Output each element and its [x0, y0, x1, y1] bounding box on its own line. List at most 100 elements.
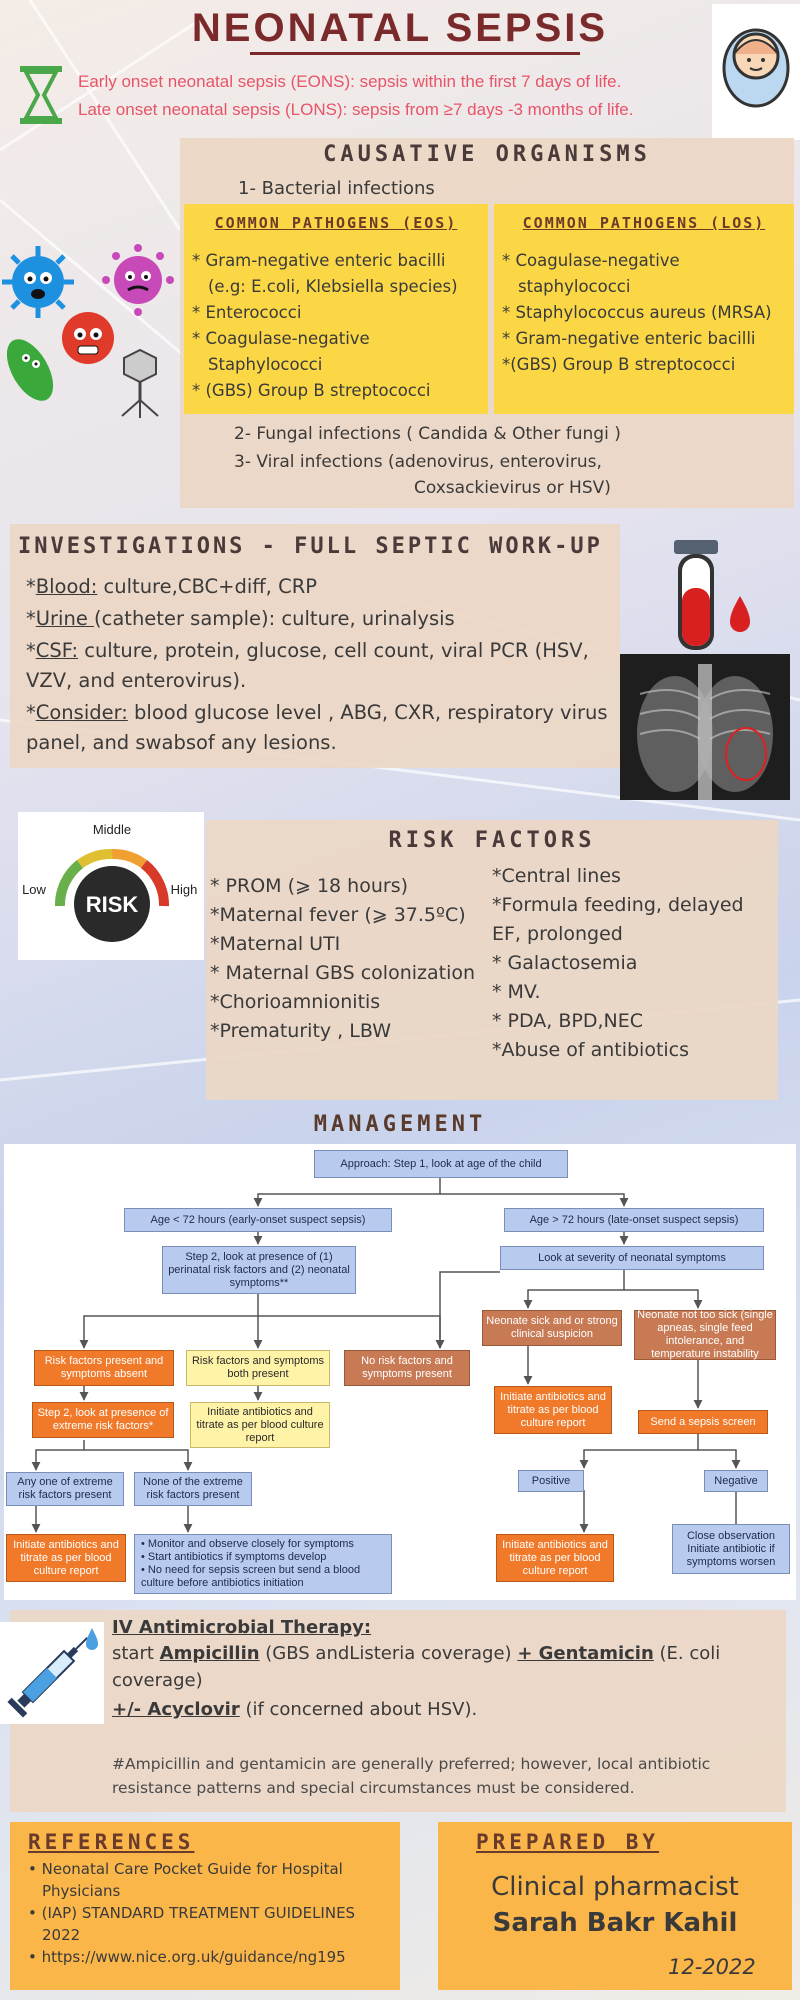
- ampicillin-label: Ampicillin: [159, 1643, 260, 1664]
- references-panel: [10, 1822, 400, 1990]
- list-item: * Coagulase-negative staphylococci: [502, 251, 680, 296]
- title-underline: [250, 52, 580, 55]
- list-item: *Prematurity , LBW: [210, 1020, 391, 1042]
- red-germ-icon: [62, 312, 114, 364]
- therapy-title: IV Antimicrobial Therapy:: [112, 1617, 372, 1638]
- list-item: * Galactosemia: [492, 952, 638, 974]
- list-item: * PDA, BPD,NEC: [492, 1010, 644, 1032]
- eos-list: * Gram-negative enteric bacilli (e.g: E.…: [192, 248, 482, 404]
- list-item: • Neonatal Care Pocket Guide for Hospita…: [28, 1860, 343, 1900]
- flow-initiate-abx: Initiate antibiotics and titrate as per …: [496, 1534, 614, 1582]
- pink-germ-icon: [102, 244, 174, 316]
- list-item: • Monitor and observe closely for sympto…: [141, 1538, 354, 1550]
- prepared-role: Clinical pharmacist: [491, 1872, 739, 1902]
- references-list: • Neonatal Care Pocket Guide for Hospita…: [26, 1858, 396, 1968]
- flow-age-lt72: Age < 72 hours (early-onset suspect seps…: [124, 1208, 392, 1232]
- syringe-icon: [0, 1622, 104, 1724]
- flow-rf-present-sym-absent: Risk factors present and symptoms absent: [34, 1350, 174, 1386]
- management-heading: MANAGEMENT: [313, 1112, 487, 1137]
- therapy-acyclovir: +/- Acyclovir (if concerned about HSV).: [112, 1696, 776, 1723]
- risk-panel: [206, 820, 778, 1100]
- list-item: *Maternal UTI: [210, 933, 341, 955]
- prepared-name: Sarah Bakr Kahil: [492, 1908, 738, 1938]
- gauge-high-label: High: [171, 882, 198, 897]
- blood-investigation: *Blood: culture,CBC+diff, CRP: [26, 575, 318, 598]
- lons-definition: Late onset neonatal sepsis (LONS): sepsi…: [78, 100, 634, 119]
- eos-pathogens-box: COMMON PATHOGENS (EOS) * Gram-negative e…: [184, 204, 488, 414]
- gauge-middle-label: Middle: [93, 822, 131, 837]
- page-title: NEONATAL SEPSIS: [191, 6, 609, 50]
- therapy-note: #Ampicillin and gentamicin are generally…: [112, 1755, 711, 1797]
- prepared-heading: PREPARED BY: [476, 1830, 660, 1854]
- csf-investigation: *CSF: culture, protein, glucose, cell co…: [26, 639, 589, 692]
- csf-label: CSF:: [35, 639, 79, 662]
- ampicillin-coverage: (GBS andListeria coverage): [259, 1643, 518, 1664]
- hourglass-icon: [20, 66, 62, 124]
- flow-negative: Negative: [704, 1470, 768, 1492]
- list-item: *Central lines: [492, 865, 621, 887]
- blood-label: Blood:: [35, 575, 98, 598]
- consider-text: blood glucose level , ABG, CXR, respirat…: [26, 701, 608, 754]
- green-bacteria-icon: [6, 339, 54, 401]
- flow-initiate-abx: Initiate antibiotics and titrate as per …: [6, 1534, 126, 1582]
- eons-definition: Early onset neonatal sepsis (EONS): seps…: [78, 72, 622, 91]
- list-item: * PROM (⩾ 18 hours): [210, 875, 409, 897]
- urine-text: (catheter sample): culture, urinalysis: [94, 607, 455, 630]
- flow-none-extreme: None of the extreme risk factors present: [134, 1472, 252, 1506]
- flow-severity: Look at severity of neonatal symptoms: [500, 1246, 764, 1270]
- list-item: * Gram-negative enteric bacilli (e.g: E.…: [192, 251, 458, 296]
- virus-phage-icon: [121, 348, 159, 418]
- flowchart-connectors: [31, 1178, 741, 1533]
- list-item: * Gram-negative enteric bacilli: [502, 329, 756, 348]
- list-item: • Start antibiotics if symptoms develop: [141, 1551, 327, 1563]
- blue-germ-icon: [2, 246, 74, 318]
- baby-icon: [712, 4, 800, 140]
- flow-no-rf-sym: No risk factors and symptoms present: [344, 1350, 470, 1386]
- los-heading: COMMON PATHOGENS (LOS): [522, 214, 766, 232]
- list-item: *Maternal fever (⩾ 37.5ºC): [210, 904, 466, 926]
- flow-initiate-abx: Initiate antibiotics and titrate as per …: [190, 1402, 330, 1448]
- risk-list-right: *Central lines *Formula feeding, delayed…: [492, 862, 778, 1065]
- flow-sepsis-screen: Send a sepsis screen: [638, 1410, 768, 1434]
- flow-step2-extreme: Step 2, look at presence of extreme risk…: [32, 1402, 174, 1438]
- los-list: * Coagulase-negative staphylococci * Sta…: [502, 248, 788, 378]
- prepared-date: 12-2022: [668, 1955, 756, 1979]
- eos-heading: COMMON PATHOGENS (EOS): [214, 214, 458, 232]
- prepared-panel: [438, 1822, 792, 1990]
- viral-label-cont: Coxsackievirus or HSV): [414, 478, 611, 498]
- organisms-heading: CAUSATIVE ORGANISMS: [323, 142, 651, 167]
- flow-positive: Positive: [518, 1470, 584, 1492]
- flow-neonate-not-sick: Neonate not too sick (single apneas, sin…: [634, 1309, 776, 1360]
- urine-investigation: *Urine (catheter sample): culture, urina…: [26, 607, 455, 630]
- gauge-low-label: Low: [22, 882, 46, 897]
- flow-monitor-box: • Monitor and observe closely for sympto…: [134, 1534, 392, 1594]
- management-flowchart: Approach: Step 1, look at age of the chi…: [4, 1144, 796, 1600]
- flow-any-extreme: Any one of extreme risk factors present: [6, 1472, 124, 1506]
- flow-step2: Step 2, look at presence of (1) perinata…: [162, 1246, 356, 1294]
- flow-initiate-abx: Initiate antibiotics and titrate as per …: [494, 1386, 612, 1434]
- investigations-panel: [10, 524, 620, 768]
- risk-heading: RISK FACTORS: [388, 828, 596, 853]
- los-pathogens-box: COMMON PATHOGENS (LOS) * Coagulase-negat…: [494, 204, 794, 414]
- list-item[interactable]: • https://www.nice.org.uk/guidance/ng195: [28, 1948, 346, 1966]
- consider-investigation: *Consider: blood glucose level , ABG, CX…: [26, 701, 608, 754]
- gentamicin-label: + Gentamicin: [517, 1643, 654, 1664]
- flow-close-observation: Close observation Initiate antibiotic if…: [672, 1524, 790, 1574]
- risk-gauge-icon: RISK Middle Low High: [18, 812, 204, 960]
- therapy-panel: [10, 1610, 786, 1812]
- germs-illustration: [2, 244, 174, 418]
- acyclovir-label: +/- Acyclovir: [112, 1699, 240, 1720]
- gauge-risk-label: RISK: [86, 892, 139, 917]
- therapy-regimen: start Ampicillin (GBS andListeria covera…: [112, 1640, 776, 1694]
- list-item: *Formula feeding, delayed EF, prolonged: [492, 894, 744, 945]
- flow-approach: Approach: Step 1, look at age of the chi…: [314, 1150, 568, 1178]
- list-item: • (IAP) STANDARD TREATMENT GUIDELINES 20…: [28, 1904, 356, 1944]
- acyclovir-coverage: (if concerned about HSV).: [239, 1699, 478, 1720]
- list-item: *Chorioamnionitis: [210, 991, 381, 1013]
- list-item: * Coagulase-negative Staphylococci: [192, 329, 370, 374]
- list-item: * (GBS) Group B streptococci: [192, 381, 431, 400]
- list-item: * Enterococci: [192, 303, 302, 322]
- list-item: * MV.: [492, 981, 541, 1003]
- consider-label: Consider:: [35, 701, 128, 724]
- list-item: * Maternal GBS colonization: [210, 962, 476, 984]
